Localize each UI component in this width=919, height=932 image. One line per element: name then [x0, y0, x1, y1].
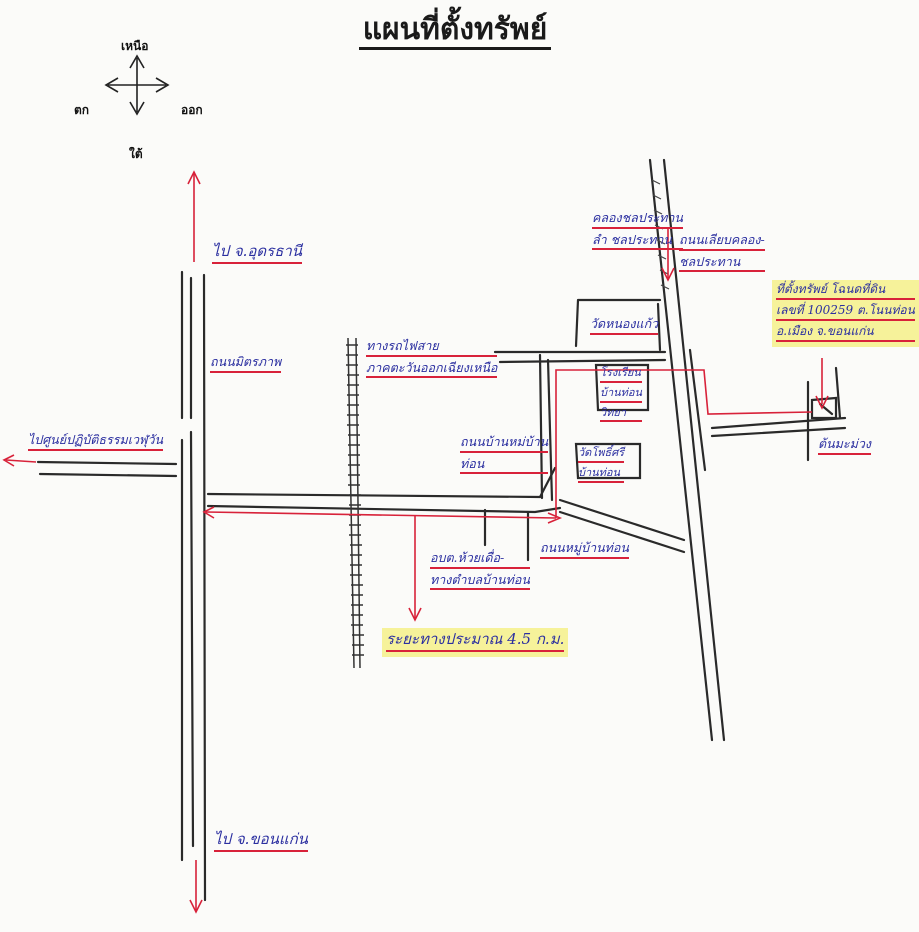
property-road	[710, 416, 847, 438]
label-to-udon: ไป จ.อุดรธานี	[212, 242, 303, 267]
label-mittraphap-road: ถนนมิตรภาพ	[210, 354, 282, 376]
compass-west-label: ตก	[74, 103, 90, 117]
label-to-phu-wiang: ไปศูนย์ปฏิบัติธรรมเวฬุวัน	[28, 432, 164, 454]
compass-south-label: ใต้	[129, 147, 143, 161]
highway-east-line	[202, 273, 207, 902]
label-property-location: ที่ตั้งทรัพย์ โฉนดที่ดิน เลขที่ 100259 ต…	[772, 280, 919, 347]
railway-line	[346, 337, 364, 669]
label-road-ban-thon-1: ถนนบ้านหม่บ้าน ท่อน	[460, 434, 549, 477]
compass-east-label: ออก	[181, 103, 203, 117]
label-irrigation-canal: คลองชลประทาน ลำ ชลประทาน	[592, 210, 683, 253]
label-road-ban-thon-2: ถนนหมู่บ้านท่อน	[540, 540, 629, 562]
arrow-west	[5, 459, 37, 463]
label-school: โรงเรียน บ้านท่อน วิทยา	[600, 366, 643, 425]
label-wat-pho-si: วัดโพธิ์ศรี บ้านท่อน	[578, 446, 625, 486]
label-tree: ต้นมะม่วง	[818, 436, 871, 458]
label-tambon-office: อบต.ห้วยเดื่อ- ทางตำบลบ้านท่อน	[430, 550, 530, 593]
label-railway: ทางรถไฟสาย ภาคตะวันออกเฉียงเหนือ	[366, 338, 498, 381]
ban-thon-road	[206, 466, 557, 499]
compass-north-label: เหนือ	[121, 39, 149, 53]
label-to-khon-kaen: ไป จ.ขอนแก่น	[214, 830, 308, 855]
west-road	[36, 460, 178, 478]
page-title: แผนที่ตั้งทรัพย์	[0, 6, 910, 53]
label-distance: ระยะทางประมาณ 4.5 ก.ม.	[382, 628, 569, 657]
label-wat-nong-kaeo: วัดหนองแก้ว	[590, 316, 659, 338]
route-line	[205, 369, 813, 519]
compass-rose	[104, 54, 170, 116]
label-canal-road: ถนนเลียบคลอง- ชลประทาน	[679, 232, 765, 275]
